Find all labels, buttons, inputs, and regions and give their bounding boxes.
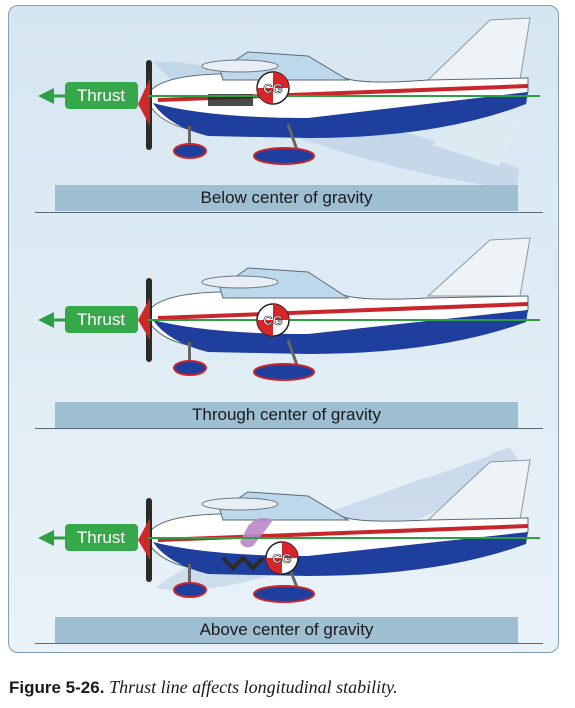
thrust-label: Thrust — [77, 528, 125, 547]
thrust-arrowhead — [38, 312, 54, 328]
panel-label: Below center of gravity — [55, 185, 518, 211]
airplane-diagram-above: Thrust CG — [38, 438, 540, 603]
divider — [35, 212, 543, 213]
panel-label: Through center of gravity — [55, 402, 518, 428]
cg-symbol: CG — [265, 541, 299, 575]
thrust-box — [65, 306, 138, 333]
panel-label: Above center of gravity — [55, 617, 518, 643]
cg-symbol: CG — [256, 71, 290, 105]
airplane-diagram-through: Thrust CG — [38, 237, 540, 381]
panel-above-cg: Thrust CG Above center of gravity — [8, 438, 559, 650]
cg-label: CG — [263, 313, 283, 328]
cg-label: CG — [263, 81, 283, 96]
thrust-arrowhead — [38, 88, 54, 104]
panel-below-cg: Thrust CG Below center of gravity — [8, 8, 559, 218]
thrust-box — [65, 524, 138, 551]
panel-through-cg: Thrust CG Through center of gravity — [8, 228, 559, 433]
airplane — [138, 237, 531, 381]
airplane — [138, 17, 531, 165]
thrust-label: Thrust — [77, 310, 125, 329]
divider — [35, 643, 543, 644]
figure-number: Figure 5-26. — [9, 678, 105, 697]
divider — [35, 428, 543, 429]
cg-label: CG — [272, 551, 292, 566]
figure-caption: Figure 5-26. Thrust line affects longitu… — [9, 677, 398, 698]
figure-caption-text: Thrust line affects longitudinal stabili… — [109, 677, 398, 697]
thrust-label: Thrust — [77, 86, 125, 105]
thrust-arrowhead — [38, 530, 54, 546]
cg-symbol: CG — [256, 303, 290, 337]
airplane-diagram-below: Thrust CG — [38, 17, 540, 189]
thrust-box — [65, 82, 138, 109]
airplane — [138, 459, 531, 603]
